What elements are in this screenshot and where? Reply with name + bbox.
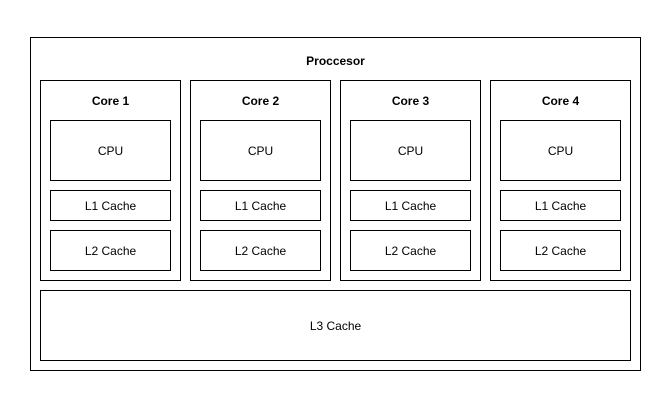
core-2-title: Core 2: [241, 94, 280, 108]
core-3-title: Core 3: [391, 94, 430, 108]
core-3-l2-cache: L2 Cache: [350, 230, 471, 271]
processor-title: Proccesor: [306, 54, 365, 68]
core-2-l2-cache: L2 Cache: [200, 230, 321, 271]
core-1-cpu: CPU: [50, 120, 171, 181]
core-1-l1-cache: L1 Cache: [50, 190, 171, 221]
core-1-title: Core 1: [91, 94, 130, 108]
core-2-l1-cache: L1 Cache: [200, 190, 321, 221]
core-3-l1-cache: L1 Cache: [350, 190, 471, 221]
core-4-l1-cache: L1 Cache: [500, 190, 621, 221]
core-3-cpu: CPU: [350, 120, 471, 181]
core-2-cpu: CPU: [200, 120, 321, 181]
core-4-cpu: CPU: [500, 120, 621, 181]
core-4-l2-cache: L2 Cache: [500, 230, 621, 271]
l3-cache: L3 Cache: [40, 290, 631, 361]
core-1-l2-cache: L2 Cache: [50, 230, 171, 271]
core-4-title: Core 4: [541, 94, 580, 108]
